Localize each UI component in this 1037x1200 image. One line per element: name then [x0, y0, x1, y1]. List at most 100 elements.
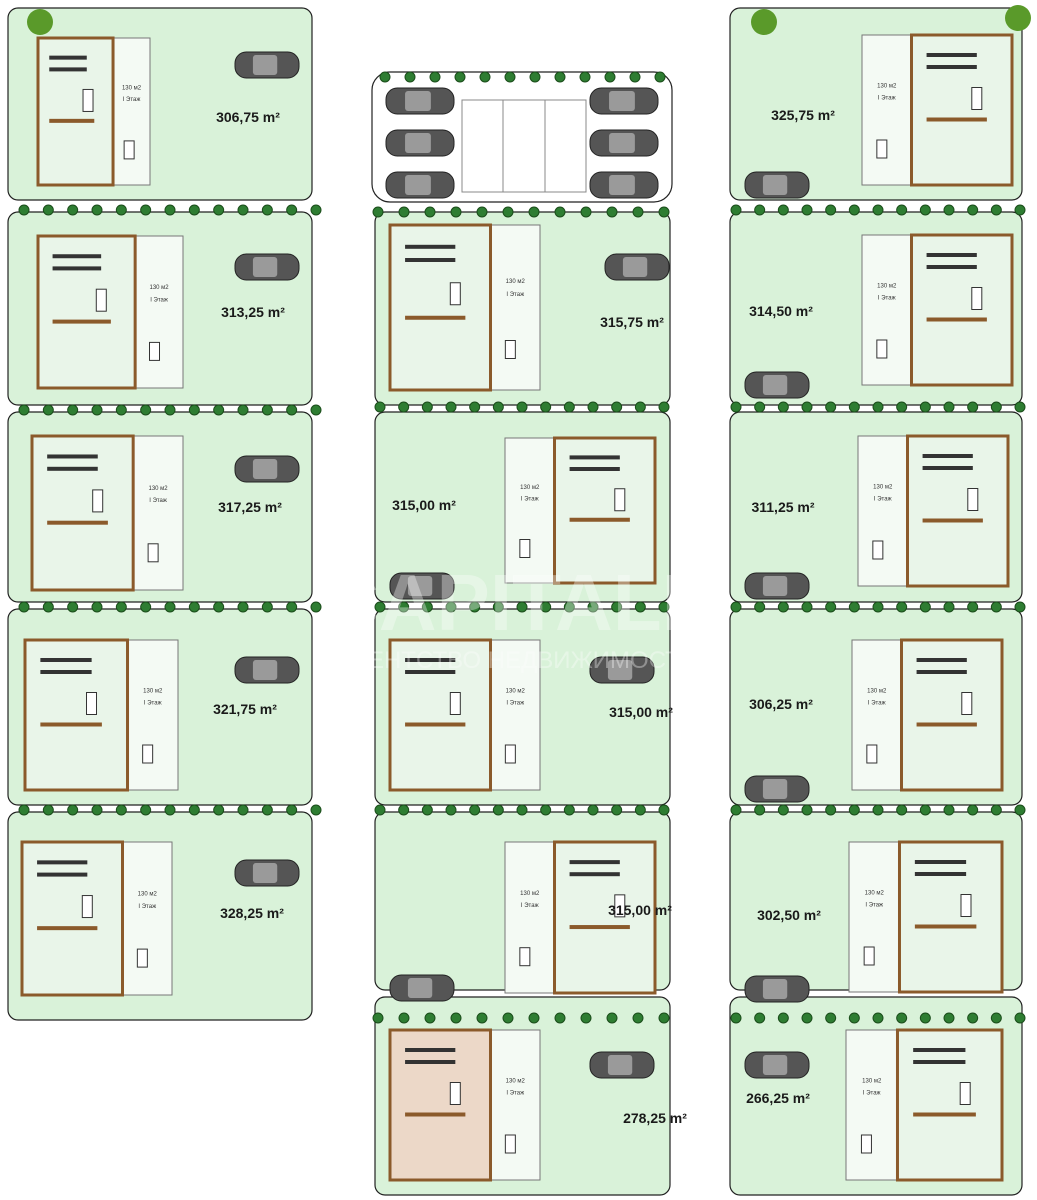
tree	[67, 404, 79, 416]
tree	[91, 601, 103, 613]
house-r3c1: 130 м2 I Этаж	[30, 434, 184, 592]
tree	[398, 601, 410, 613]
house-floor-label: I Этаж	[144, 701, 162, 707]
tree	[479, 71, 491, 83]
house-floor-label: I Этаж	[868, 701, 886, 707]
house-area-label: 130 м2	[143, 689, 163, 695]
house-floor-label: I Этаж	[506, 292, 524, 298]
tree	[67, 601, 79, 613]
house-r3c3: 130 м2I Этаж	[857, 434, 1010, 588]
tree	[801, 601, 813, 613]
tree	[990, 401, 1002, 413]
tree	[632, 1012, 644, 1024]
tree	[454, 71, 466, 83]
tree	[398, 804, 410, 816]
watermark-brand: CAPITALE	[321, 558, 715, 647]
tree	[492, 401, 504, 413]
tree	[398, 206, 410, 218]
tree	[611, 601, 623, 613]
car-r2c2	[604, 253, 670, 281]
tree	[445, 401, 457, 413]
house-area-label: 130 м2	[865, 891, 885, 897]
house-area-label: 130 м2	[506, 1079, 526, 1085]
tree	[967, 204, 979, 216]
house-area-label: 130 м2	[149, 486, 169, 492]
tree	[374, 601, 386, 613]
tree	[421, 804, 433, 816]
house-r4c2: 130 м2I Этаж	[388, 638, 541, 792]
large-tree	[1005, 5, 1031, 31]
house-floor-label: I Этаж	[149, 498, 167, 504]
tree	[18, 804, 30, 816]
house-floor-label: I Этаж	[506, 701, 524, 707]
tree	[580, 206, 592, 218]
tree	[730, 204, 742, 216]
house-floor-label: I Этаж	[865, 903, 883, 909]
tree	[540, 804, 552, 816]
plot-area-label: 315,00 m²	[609, 704, 673, 720]
tree	[237, 804, 249, 816]
tree	[777, 1012, 789, 1024]
tree	[91, 204, 103, 216]
tree	[188, 601, 200, 613]
house-r5c3: 130 м2 I Этаж	[848, 840, 1004, 994]
car-r4c2	[589, 656, 655, 684]
tree	[516, 804, 528, 816]
plot-area-label: 317,25 m²	[218, 499, 282, 515]
car-r3c1	[234, 455, 300, 483]
house-floor-label: I Этаж	[150, 297, 168, 303]
tree	[164, 404, 176, 416]
tree	[213, 204, 225, 216]
tree	[848, 804, 860, 816]
house-floor-label: I Этаж	[878, 96, 896, 102]
tree	[1014, 1012, 1026, 1024]
house-r6c2: 130 м2I Этаж	[388, 1028, 541, 1182]
tree	[801, 204, 813, 216]
tree	[42, 804, 54, 816]
house-area-label: 130 м2	[138, 892, 158, 898]
tree	[611, 804, 623, 816]
tree	[825, 1012, 837, 1024]
tree	[115, 404, 127, 416]
tree	[42, 404, 54, 416]
tree	[872, 204, 884, 216]
tree	[237, 404, 249, 416]
house-floor-label: I Этаж	[521, 496, 539, 502]
tree	[286, 804, 298, 816]
tree	[42, 204, 54, 216]
plot-area-label: 302,50 m²	[757, 907, 821, 923]
tree	[632, 206, 644, 218]
tree	[540, 401, 552, 413]
house-area-label: 130 м2	[122, 85, 142, 91]
tree-rows	[18, 5, 1031, 1024]
plot-area-label: 315,00 m²	[608, 902, 672, 918]
tree	[261, 804, 273, 816]
tree	[563, 401, 575, 413]
watermark-tagline: АГЕНТСТВО НЕДВИЖИМОСТИ	[339, 647, 697, 674]
tree	[310, 804, 322, 816]
car-r2c3	[744, 371, 810, 399]
house-r6c3: 130 м2I Этаж	[845, 1028, 1004, 1182]
tree	[848, 601, 860, 613]
tree	[730, 1012, 742, 1024]
tree	[502, 1012, 514, 1024]
tree	[164, 601, 176, 613]
car-r2c1	[234, 253, 300, 281]
tree	[554, 206, 566, 218]
tree	[469, 601, 481, 613]
tree	[825, 204, 837, 216]
tree	[213, 804, 225, 816]
tree	[611, 401, 623, 413]
tree	[261, 601, 273, 613]
tree	[801, 804, 813, 816]
tree	[450, 206, 462, 218]
tree	[374, 401, 386, 413]
tree	[754, 401, 766, 413]
house-r1c1: 130 м2I Этаж	[36, 36, 151, 187]
tree	[286, 404, 298, 416]
tree	[450, 1012, 462, 1024]
tree	[213, 601, 225, 613]
tree	[848, 204, 860, 216]
house-floor-label: I Этаж	[138, 904, 156, 910]
